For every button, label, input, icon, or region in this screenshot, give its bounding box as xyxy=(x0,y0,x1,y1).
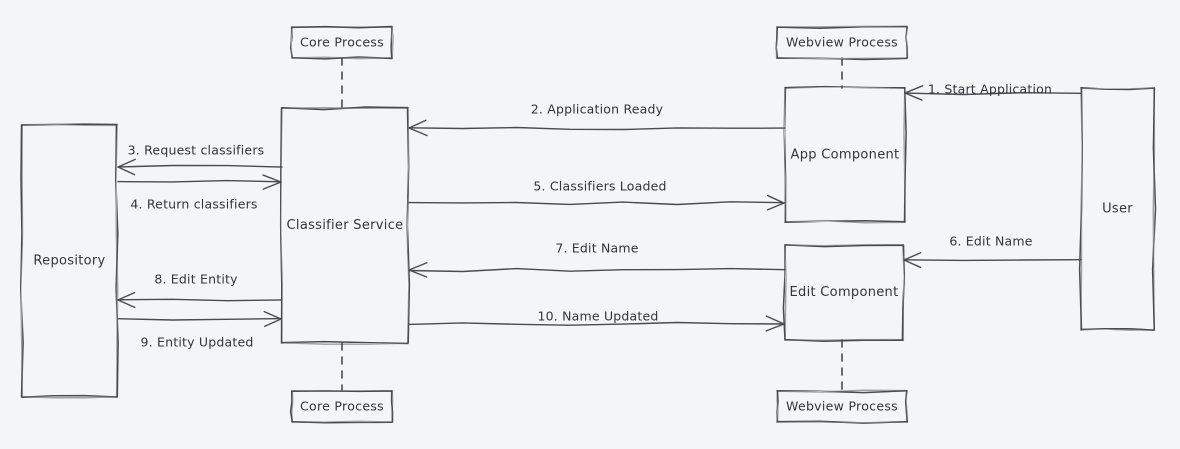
participant-box-outline-repository xyxy=(20,123,119,399)
message-1-user-to-app-component[interactable]: 1. Start Application xyxy=(904,82,1082,101)
arrow-head-10 xyxy=(765,315,785,332)
arrow-head-1 xyxy=(904,85,924,101)
message-5-classifier-service-to-app-component[interactable]: 5. Classifiers Loaded xyxy=(408,179,785,211)
process-box-core-process-bottom[interactable]: Core Process xyxy=(289,390,394,424)
process-box-webview-process-bottom[interactable]: Webview Process xyxy=(776,389,909,424)
participant-repository[interactable]: Repository xyxy=(20,123,119,399)
message-3-classifier-service-to-repository[interactable]: 3. Request classifiers xyxy=(117,143,283,176)
participant-edit-component[interactable]: Edit Component xyxy=(782,243,905,342)
message-line-6 xyxy=(903,259,1082,262)
message-label-7: 7. Edit Name xyxy=(555,241,638,256)
process-rect-outline-webview-process-top xyxy=(775,25,909,60)
arrow-head-8 xyxy=(117,291,136,309)
process-box-webview-process-top[interactable]: Webview Process xyxy=(775,25,909,61)
message-line-1 xyxy=(904,92,1082,96)
message-line-7 xyxy=(408,267,786,273)
message-8-classifier-service-to-repository[interactable]: 8. Edit Entity xyxy=(117,272,283,309)
arrow-head-5 xyxy=(766,194,785,211)
message-label-9: 9. Entity Updated xyxy=(141,335,254,350)
message-line-2 xyxy=(408,126,786,131)
process-rect-outline-webview-process-bottom xyxy=(776,389,908,424)
participant-label-repository: Repository xyxy=(33,254,105,269)
message-10-classifier-service-to-edit-component[interactable]: 10. Name Updated xyxy=(408,309,785,332)
arrow-head-2 xyxy=(408,119,428,137)
arrow-head-7 xyxy=(408,262,428,278)
process-label-core-process-top: Core Process xyxy=(300,35,384,50)
participant-label-user: User xyxy=(1102,202,1133,217)
process-rect-outline-core-process-top xyxy=(290,26,394,60)
arrow-head-3 xyxy=(117,158,136,176)
message-label-5: 5. Classifiers Loaded xyxy=(533,179,666,194)
participant-label-classifier-service: Classifier Service xyxy=(287,218,404,233)
process-rect-outline-core-process-bottom xyxy=(291,390,394,423)
message-line-8 xyxy=(117,298,283,302)
participant-box-outline-user xyxy=(1080,87,1156,331)
message-line-5 xyxy=(408,201,785,206)
message-label-1: 1. Start Application xyxy=(928,82,1052,97)
message-label-3: 3. Request classifiers xyxy=(128,143,265,158)
participant-user[interactable]: User xyxy=(1078,86,1157,331)
message-6-user-to-edit-component[interactable]: 6. Edit Name xyxy=(903,234,1082,269)
message-9-repository-to-classifier-service[interactable]: 9. Entity Updated xyxy=(117,310,282,350)
participant-box-outline-classifier-service xyxy=(280,106,410,345)
message-label-8: 8. Edit Entity xyxy=(154,272,238,287)
arrow-head-4 xyxy=(262,174,282,190)
message-2-app-component-to-classifier-service[interactable]: 2. Application Ready xyxy=(408,102,786,137)
message-line-10 xyxy=(408,321,785,326)
arrow-head-6 xyxy=(903,252,922,269)
message-line-9 xyxy=(117,317,282,321)
participant-app-component[interactable]: App Component xyxy=(783,85,907,224)
message-7-edit-component-to-classifier-service[interactable]: 7. Edit Name xyxy=(408,241,786,278)
message-label-4: 4. Return classifiers xyxy=(130,197,257,212)
process-box-core-process-top[interactable]: Core Process xyxy=(289,25,394,60)
message-label-6: 6. Edit Name xyxy=(949,234,1032,249)
participant-label-app-component: App Component xyxy=(791,148,900,163)
arrow-head-9 xyxy=(263,310,282,328)
participant-box-outline-app-component xyxy=(783,86,906,224)
process-label-webview-process-bottom: Webview Process xyxy=(786,399,898,414)
participant-label-edit-component: Edit Component xyxy=(790,285,899,300)
message-line-3 xyxy=(117,164,283,168)
message-label-10: 10. Name Updated xyxy=(537,309,658,324)
message-label-2: 2. Application Ready xyxy=(531,102,664,117)
message-line-4 xyxy=(117,179,282,183)
participant-box-outline-edit-component xyxy=(784,243,905,342)
participant-classifier-service[interactable]: Classifier Service xyxy=(279,106,411,345)
process-label-webview-process-top: Webview Process xyxy=(786,35,898,50)
message-4-repository-to-classifier-service[interactable]: 4. Return classifiers xyxy=(117,174,282,212)
process-label-core-process-bottom: Core Process xyxy=(300,399,384,414)
